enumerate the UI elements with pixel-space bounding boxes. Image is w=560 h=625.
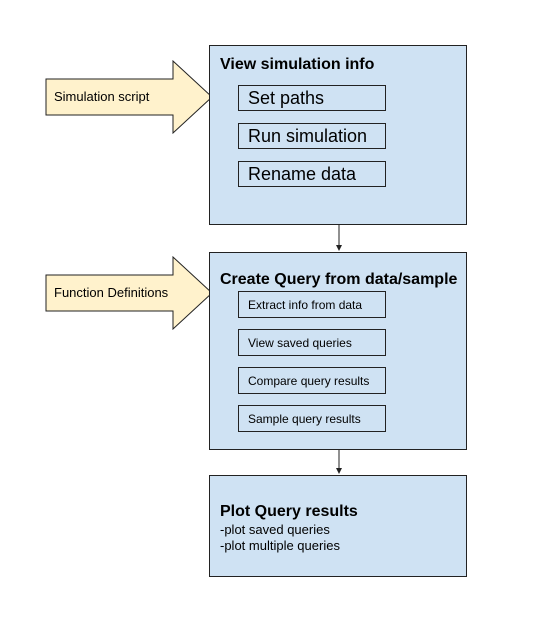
- simulation-script-label: Simulation script: [54, 89, 150, 104]
- step-extract-info: Extract info from data: [238, 291, 386, 318]
- note-plot-multiple-queries: -plot multiple queries: [220, 538, 340, 553]
- step-set-paths: Set paths: [238, 85, 386, 111]
- note-plot-saved-queries: -plot saved queries: [220, 522, 330, 537]
- function-definitions-label: Function Definitions: [54, 285, 169, 300]
- panel-title: Create Query from data/sample: [220, 271, 458, 288]
- plot-query-results-panel: Plot Query results -plot saved queries -…: [209, 475, 467, 577]
- simulation-script-arrow-shape: [45, 60, 213, 134]
- plot-notes: -plot saved queries -plot multiple queri…: [220, 522, 340, 554]
- panel-title: View simulation info: [220, 56, 375, 73]
- step-compare-query-results: Compare query results: [238, 367, 386, 394]
- step-rename-data: Rename data: [238, 161, 386, 187]
- step-sample-query-results: Sample query results: [238, 405, 386, 432]
- step-run-simulation: Run simulation: [238, 123, 386, 149]
- panel-title: Plot Query results: [220, 503, 358, 520]
- function-definitions-arrow-shape: [45, 256, 213, 330]
- step-view-saved-queries: View saved queries: [238, 329, 386, 356]
